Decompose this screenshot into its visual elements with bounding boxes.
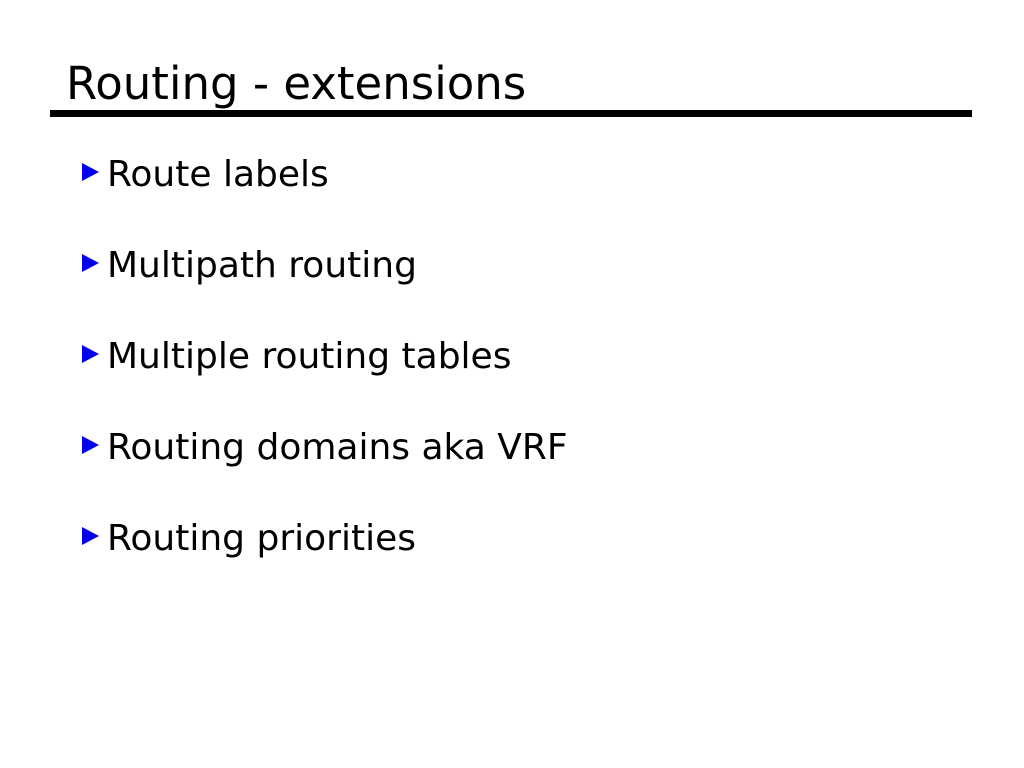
page-title: Routing - extensions	[66, 57, 527, 110]
bullet-triangle-icon	[82, 163, 99, 181]
bullet-label: Routing domains aka VRF	[107, 427, 568, 468]
bullet-triangle-icon	[82, 436, 99, 454]
bullet-triangle-icon	[82, 254, 99, 272]
list-item: Routing priorities	[82, 518, 568, 560]
bullet-label: Routing priorities	[107, 518, 416, 559]
list-item: Routing domains aka VRF	[82, 427, 568, 469]
bullet-label: Multipath routing	[107, 245, 417, 286]
bullet-label: Multiple routing tables	[107, 336, 512, 377]
bullet-triangle-icon	[82, 527, 99, 545]
list-item: Route labels	[82, 154, 568, 196]
list-item: Multipath routing	[82, 245, 568, 287]
bullet-label: Route labels	[107, 154, 329, 195]
bullet-list: Route labels Multipath routing Multiple …	[82, 154, 568, 609]
list-item: Multiple routing tables	[82, 336, 568, 378]
bullet-triangle-icon	[82, 345, 99, 363]
title-underline-rule	[50, 110, 972, 117]
